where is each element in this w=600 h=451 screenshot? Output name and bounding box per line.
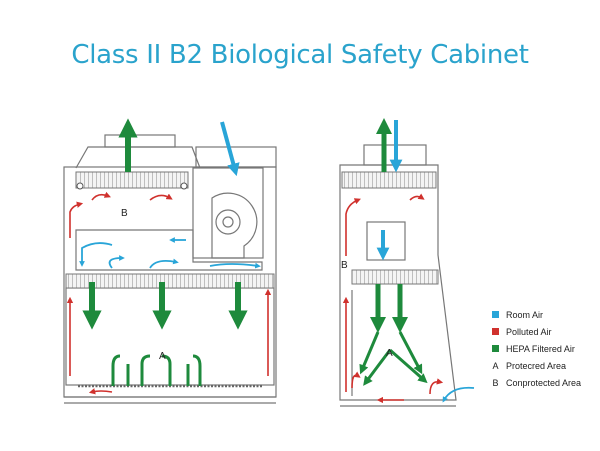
front-plenum-blue-flow: [79, 237, 261, 269]
legend-label: Room Air: [506, 309, 544, 320]
legend-item-polluted-air: Polluted Air: [492, 323, 581, 340]
page-title: Class II B2 Biological Safety Cabinet: [71, 40, 529, 70]
zone-b-label-side: B: [341, 260, 348, 271]
front-exhaust-filter: [75, 171, 189, 190]
polluted-air-swatch-icon: [492, 328, 499, 335]
legend-item-hepa-air: HEPA Filtered Air: [492, 340, 581, 357]
front-room-air-arrows: [220, 121, 240, 177]
side-polluted-air-arrows: [342, 193, 444, 404]
side-hepa-air-arrows: [369, 117, 409, 334]
legend: Room Air Polluted Air HEPA Filtered Air …: [492, 306, 581, 391]
legend-item-protected-area: A Protecred Area: [492, 357, 581, 374]
front-supply-filter: [65, 273, 275, 289]
legend-item-unprotected-area: B Conprotected Area: [492, 374, 581, 391]
zone-a-label-front: A: [159, 351, 166, 362]
legend-label: HEPA Filtered Air: [506, 343, 575, 354]
side-view: B A: [339, 117, 475, 407]
zone-b-label-front: B: [121, 208, 128, 219]
legend-key: B: [492, 377, 499, 388]
front-hepa-air-arrows: [82, 118, 248, 330]
front-view: B A: [63, 118, 277, 404]
front-polluted-air-arrows: [66, 191, 272, 395]
side-exhaust-filter: [341, 171, 437, 189]
legend-label: Protecred Area: [506, 360, 567, 371]
legend-item-room-air: Room Air: [492, 306, 581, 323]
side-supply-filter: [351, 269, 439, 285]
side-room-air-arrows: [376, 120, 403, 261]
hepa-air-swatch-icon: [492, 345, 499, 352]
legend-label: Polluted Air: [506, 326, 552, 337]
zone-a-label-side: A: [386, 348, 393, 359]
blower-fan-icon: [211, 192, 258, 259]
room-air-swatch-icon: [492, 311, 499, 318]
front-work-airflow: [111, 354, 202, 386]
legend-key: A: [492, 360, 499, 371]
legend-label: Conprotected Area: [506, 377, 582, 388]
side-work-airflow: [359, 331, 428, 386]
side-intake-blue-flow: [442, 386, 475, 403]
